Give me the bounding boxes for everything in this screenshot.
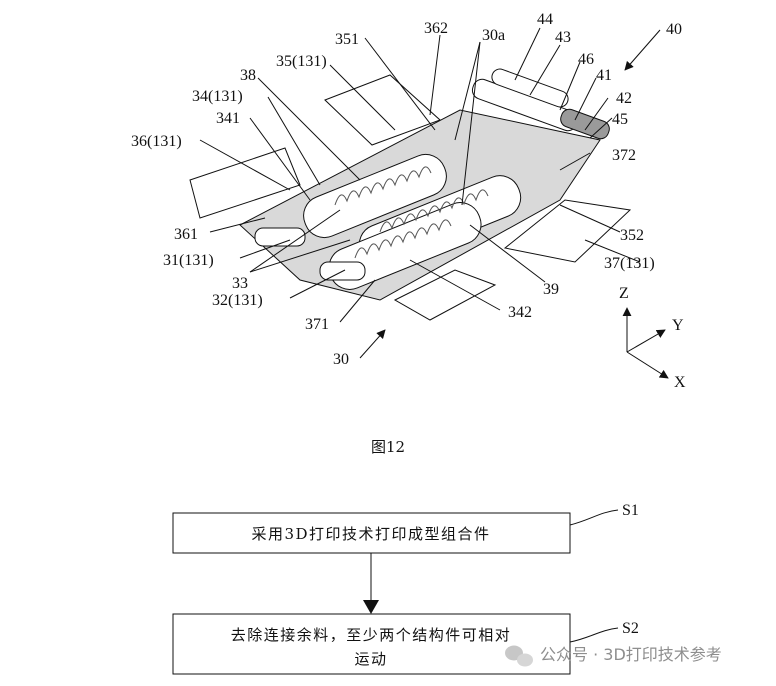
callout-labels: 40 44 43 46 41 42 45 362 30a 351 35(131)… — [131, 11, 682, 368]
step-s2-id: S2 — [622, 620, 639, 637]
spring-coils — [334, 166, 489, 259]
label-43: 43 — [555, 29, 571, 46]
leader-lines — [199, 27, 661, 359]
label-351: 351 — [335, 31, 359, 48]
axis-y-label: Y — [672, 317, 684, 334]
label-341: 341 — [216, 110, 240, 127]
step-s2-text-line2: 运动 — [354, 650, 387, 668]
pin-31 — [254, 227, 306, 247]
wechat-icon — [505, 645, 533, 667]
step-s1-id: S1 — [622, 502, 639, 519]
step-s2-text-line1: 去除连接余料，至少两个结构件可相对 — [231, 626, 512, 644]
label-35: 35(131) — [276, 53, 327, 70]
label-42: 42 — [616, 90, 632, 107]
shafts-40 — [471, 68, 610, 140]
label-45: 45 — [612, 111, 628, 128]
label-41: 41 — [596, 67, 612, 84]
watermark-text: 公众号 · 3D打印技术参考 — [540, 645, 722, 664]
plate-32 — [393, 269, 497, 321]
label-372: 372 — [612, 147, 636, 164]
step-s1-box — [172, 512, 571, 554]
spring-cylinders — [303, 153, 522, 290]
label-342: 342 — [508, 304, 532, 321]
label-31: 31(131) — [163, 252, 214, 269]
label-36: 36(131) — [131, 133, 182, 150]
flowchart: 采用3D打印技术打印成型组合件 S1 去除连接余料，至少两个结构件可相对 运动 … — [172, 502, 639, 675]
step-s1-text: 采用3D打印技术打印成型组合件 — [251, 525, 490, 543]
label-46: 46 — [578, 51, 594, 68]
label-33: 33 — [232, 275, 248, 292]
hinge-assembly-drawing — [189, 68, 632, 321]
label-361: 361 — [174, 226, 198, 243]
figure-caption: 图12 — [371, 438, 405, 456]
label-371: 371 — [305, 316, 329, 333]
step-s2-box — [172, 613, 571, 675]
label-37: 37(131) — [604, 255, 655, 272]
axis-z-label: Z — [619, 285, 629, 302]
plate-36 — [189, 147, 301, 219]
flow-arrowhead — [363, 600, 379, 614]
label-362: 362 — [424, 20, 448, 37]
main-body — [239, 109, 601, 301]
label-352: 352 — [620, 227, 644, 244]
watermark: 公众号 · 3D打印技术参考 — [505, 645, 722, 667]
label-34: 34(131) — [192, 88, 243, 105]
label-30a: 30a — [482, 27, 505, 44]
label-30: 30 — [333, 351, 349, 368]
axis-x-label: X — [674, 374, 686, 391]
coordinate-axes: Z Y X — [619, 285, 686, 391]
label-40: 40 — [666, 21, 682, 38]
plate-37 — [503, 199, 632, 263]
label-39: 39 — [543, 281, 559, 298]
label-44: 44 — [537, 11, 553, 28]
label-38: 38 — [240, 67, 256, 84]
label-32: 32(131) — [212, 292, 263, 309]
